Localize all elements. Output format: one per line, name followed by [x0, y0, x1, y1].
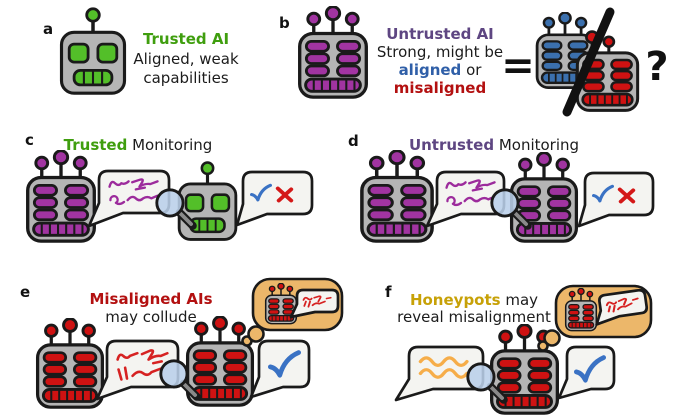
panel-f-desc: reveal misalignment — [397, 308, 551, 326]
panel-b-desc2: aligned or — [399, 61, 483, 79]
verdict-bubble — [235, 170, 314, 227]
panel-e: e Misaligned AIs may collude — [20, 277, 344, 409]
thought-trail-dot — [543, 329, 561, 347]
panel-d: d Untrusted Monitoring — [348, 132, 655, 243]
trusted-monitor-robot-icon — [177, 160, 238, 242]
panel-a-label: a — [43, 20, 53, 38]
thought-bubble — [537, 284, 653, 352]
panel-b-title: Untrusted AI — [386, 25, 494, 43]
panel-c-title: Trusted Monitoring — [64, 136, 213, 154]
panel-f-title: Honeypots may — [410, 291, 538, 309]
panel-a-desc2: capabilities — [143, 69, 228, 87]
trusted-robot-icon — [59, 7, 127, 95]
thought-trail-dot — [537, 340, 549, 352]
verdict-bubble — [577, 171, 655, 228]
panel-f: f Honeypots may reveal misalignment — [385, 283, 653, 415]
panel-c-label: c — [25, 131, 34, 149]
thought-bubble — [241, 277, 344, 347]
panel-e-desc: may collude — [105, 308, 196, 326]
panel-b-desc3: misaligned — [394, 79, 486, 97]
mini-misaligned-robot-icon — [564, 288, 598, 332]
panel-b-desc1: Strong, might be — [377, 43, 503, 61]
panel-f-label: f — [385, 283, 392, 301]
panel-d-title: Untrusted Monitoring — [409, 136, 579, 154]
panel-b-label: b — [279, 14, 290, 32]
panel-a: a Trusted AI Aligned, weak capabilities — [43, 7, 239, 95]
question-mark: ? — [645, 44, 668, 90]
untrusted-robot-icon — [360, 150, 434, 243]
slash-icon — [562, 7, 615, 117]
panel-c: c Trusted Monitoring — [25, 131, 314, 243]
untrusted-robot-icon — [26, 150, 96, 243]
untrusted-monitor-robot-icon — [509, 152, 579, 243]
misaligned-robot-icon — [35, 318, 105, 409]
untrusted-robot-icon — [298, 6, 368, 99]
panel-e-title: Misaligned AIs — [89, 290, 212, 308]
panel-a-desc1: Aligned, weak — [133, 50, 239, 68]
panel-a-title: Trusted AI — [143, 30, 229, 48]
panel-e-label: e — [20, 283, 30, 301]
panel-b: b Untrusted AI Strong, might be aligned … — [279, 6, 669, 117]
panel-d-label: d — [348, 132, 359, 150]
equals-sign: = — [501, 43, 535, 89]
thought-trail-dot — [247, 325, 265, 343]
